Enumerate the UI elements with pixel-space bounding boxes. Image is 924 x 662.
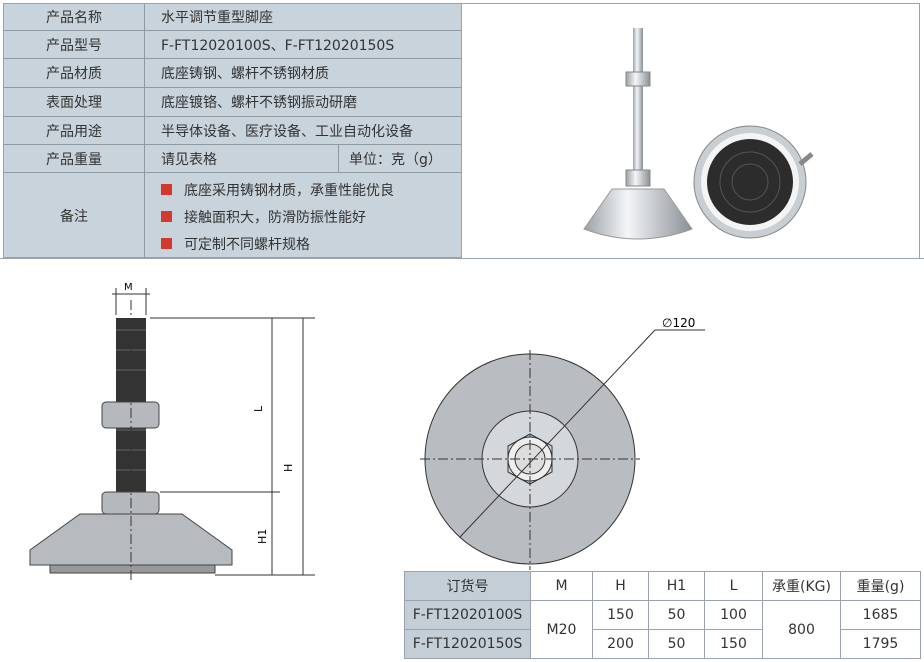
notes-list: 底座采用铸钢材质，承重性能优良 接触面积大，防滑防振性能好 可定制不同螺杆规格 (145, 173, 394, 258)
label: 产品名称 (4, 4, 145, 30)
label: 产品重量 (4, 145, 145, 172)
label: 表面处理 (4, 88, 145, 116)
diameter-label: ∅120 (662, 316, 695, 330)
leveling-foot-photo (583, 28, 814, 240)
value: 请见表格 (161, 151, 217, 168)
cell-l: 150 (704, 629, 763, 659)
header-cell: 重量(g) (840, 571, 921, 601)
spec-row-material: 产品材质底座铸钢、螺杆不锈钢材质 (4, 59, 461, 88)
cell-h1: 50 (648, 600, 705, 630)
cell-m: M20 (530, 600, 593, 659)
header-cell: 承重(KG) (762, 571, 841, 601)
value: 半导体设备、医疗设备、工业自动化设备 (161, 123, 413, 140)
dim-l-label: L (252, 405, 265, 412)
bullet-icon (161, 184, 172, 195)
note-text: 接触面积大，防滑防振性能好 (184, 209, 366, 226)
spec-row-name: 产品名称水平调节重型脚座 (4, 4, 461, 31)
dim-m-label: M (124, 282, 133, 293)
header-cell: L (704, 571, 763, 601)
value: 水平调节重型脚座 (161, 10, 273, 26)
header-cell: H1 (648, 571, 705, 601)
divider (0, 258, 924, 259)
unit: 单位：克（g） (338, 145, 461, 172)
dim-h-label: H (282, 464, 295, 472)
spec-row-surface: 表面处理底座镀铬、螺杆不锈钢振动研磨 (4, 88, 461, 117)
top-view-drawing: ∅120 (420, 316, 705, 570)
cell-weight: 1685 (840, 600, 921, 630)
value: F-FT12020100S、F-FT12020150S (161, 37, 395, 54)
order-header-row: 订货号 M H H1 L 承重(KG) 重量(g) (404, 571, 921, 601)
note-item: 可定制不同螺杆规格 (161, 230, 394, 257)
bullet-icon (161, 211, 172, 222)
dim-h1-label: H1 (256, 529, 269, 544)
spec-row-usage: 产品用途半导体设备、医疗设备、工业自动化设备 (4, 117, 461, 145)
note-text: 可定制不同螺杆规格 (184, 236, 310, 253)
bullet-icon (161, 238, 172, 249)
table-row: F-FT12020150S 200 50 150 1795 (404, 629, 921, 659)
value: 底座镀铬、螺杆不锈钢振动研磨 (161, 95, 357, 111)
cell-l: 100 (704, 600, 763, 630)
label: 产品材质 (4, 59, 145, 87)
spec-table: 产品名称水平调节重型脚座 产品型号 F-FT12020100S、F-FT12020… (3, 3, 462, 258)
table-row: F-FT12020100S M20 150 50 100 800 1685 (404, 600, 921, 659)
cell-load: 800 (762, 600, 841, 659)
note-item: 底座采用铸钢材质，承重性能优良 (161, 176, 394, 203)
order-code: F-FT12020150S (404, 629, 531, 659)
value: 底座铸钢、螺杆不锈钢材质 (161, 66, 329, 82)
label: 产品用途 (4, 117, 145, 144)
label: 备注 (4, 173, 145, 258)
cell-h1: 50 (648, 629, 705, 659)
header-cell: 订货号 (404, 571, 531, 601)
side-view-drawing: M L H H1 (29, 282, 315, 582)
header-cell: H (592, 571, 649, 601)
order-code: F-FT12020100S (404, 600, 531, 630)
spec-row-model: 产品型号 F-FT12020100S、F-FT12020150S (4, 31, 461, 59)
cell-h: 150 (592, 600, 649, 630)
spec-row-notes: 备注 底座采用铸钢材质，承重性能优良 接触面积大，防滑防振性能好 可定制不同螺杆… (4, 173, 461, 258)
header-cell: M (530, 571, 593, 601)
cell-h: 200 (592, 629, 649, 659)
order-table: 订货号 M H H1 L 承重(KG) 重量(g) F-FT12020100S … (404, 571, 921, 659)
note-item: 接触面积大，防滑防振性能好 (161, 203, 394, 230)
cell-weight: 1795 (840, 629, 921, 659)
product-photo (462, 3, 920, 258)
note-text: 底座采用铸钢材质，承重性能优良 (184, 182, 394, 199)
spec-row-weight: 产品重量请见表格 单位：克（g） (4, 145, 461, 173)
label: 产品型号 (4, 31, 145, 58)
